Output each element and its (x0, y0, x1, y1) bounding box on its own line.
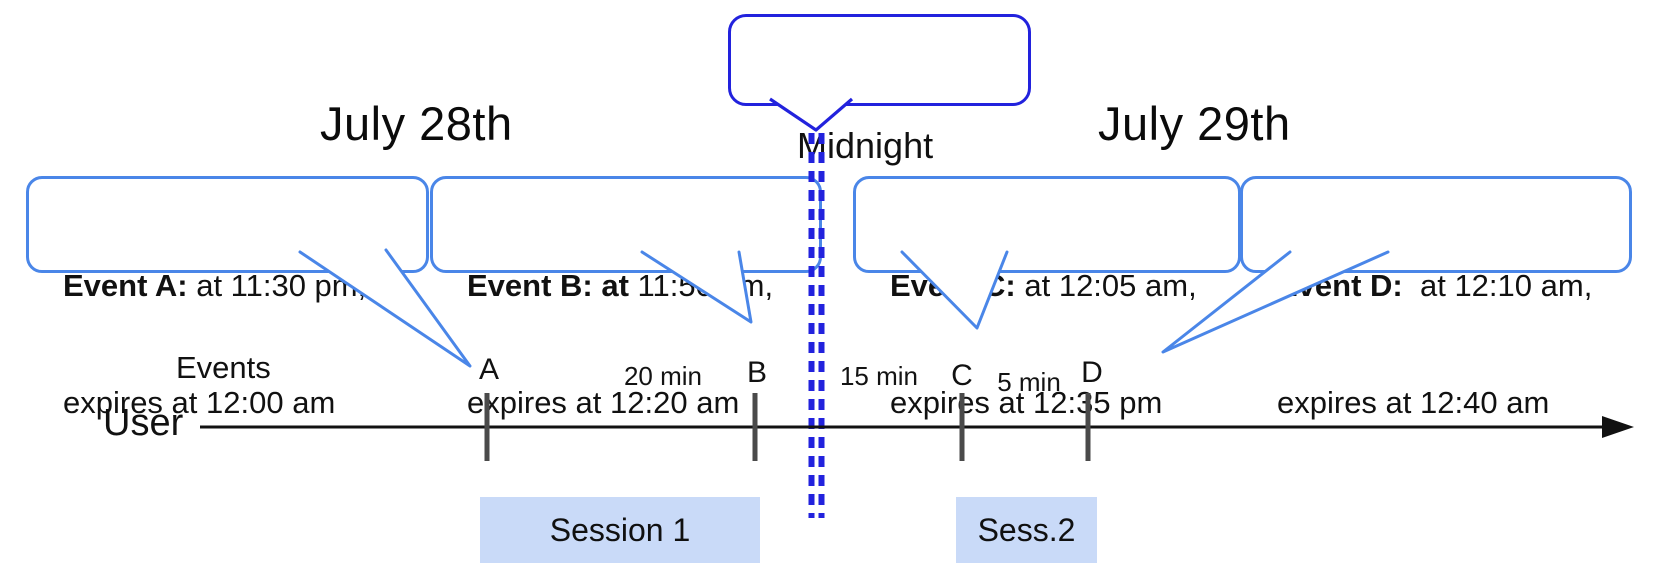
date-heading-july-28: July 28th (320, 97, 513, 150)
event-b-callout: Event B: at 11:50 pm, expires at 12:20 a… (430, 176, 822, 420)
tick-label-a: A (478, 353, 499, 386)
session-2-box: Sess.2 (956, 497, 1097, 563)
event-c-line2: expires at 12:35 pm (890, 385, 1163, 420)
event-a-callout: Event A: at 11:30 pm, expires at 12:00 a… (26, 176, 429, 420)
event-d-callout: Event D: at 12:10 am, expires at 12:40 a… (1240, 176, 1632, 420)
event-d-line1: Event D: at 12:10 am, (1277, 268, 1593, 303)
event-a-line2: expires at 12:00 am (63, 385, 336, 420)
gap-label-5-min: 5 min (997, 367, 1061, 397)
tick-label-c: C (951, 359, 973, 392)
gap-label-15-min: 15 min (839, 361, 919, 391)
midnight-callout: Midnight (728, 14, 1031, 166)
event-b-line2: expires at 12:20 am (467, 385, 740, 420)
tick-label-b: B (746, 356, 767, 389)
session-2-label: Sess.2 (977, 512, 1076, 548)
session-1-box: Session 1 (480, 497, 760, 563)
event-d-line2: expires at 12:40 am (1277, 385, 1550, 420)
gap-label-20-min: 20 min (623, 361, 703, 391)
event-a-line1: Event A: at 11:30 pm, (63, 268, 367, 303)
midnight-label: Midnight (797, 125, 934, 166)
date-heading-july-29: July 29th (1098, 97, 1291, 150)
events-row-label: Events (176, 350, 271, 385)
session-1-label: Session 1 (549, 512, 691, 548)
event-c-line1: Event C: at 12:05 am, (890, 268, 1197, 303)
event-b-line1: Event B: at 11:50 pm, (467, 268, 774, 303)
user-row-label: User (103, 402, 184, 444)
event-c-callout: Event C: at 12:05 am, expires at 12:35 p… (853, 176, 1241, 420)
tick-label-d: D (1081, 356, 1103, 389)
